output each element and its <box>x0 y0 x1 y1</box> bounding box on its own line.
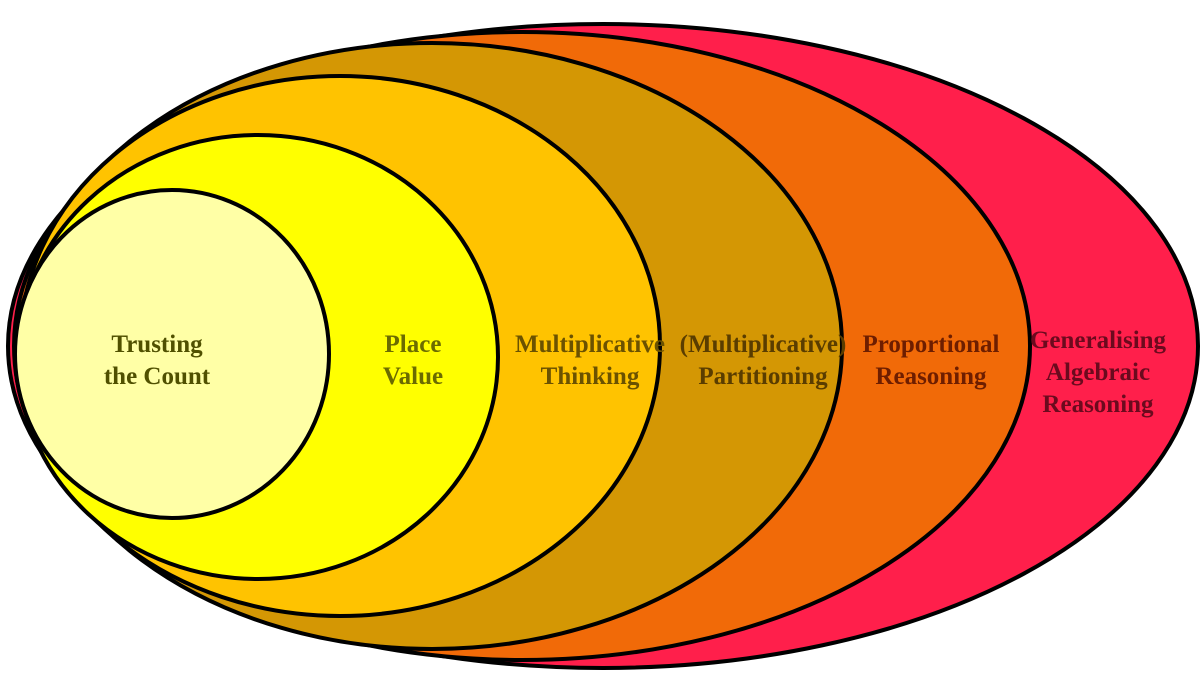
multiplicative-partitioning-label-line: (Multiplicative) <box>680 331 847 358</box>
generalising-algebraic-reasoning-label-line: Reasoning <box>1042 391 1154 418</box>
place-value-label-line: Place <box>385 331 442 358</box>
multiplicative-partitioning-label: (Multiplicative) Partitioning <box>680 331 847 390</box>
trusting-the-count-label-line: the Count <box>104 363 211 390</box>
ring-layer <box>6 22 1200 670</box>
multiplicative-thinking-label-line: Multiplicative <box>515 331 665 358</box>
multiplicative-partitioning-label-line: Partitioning <box>698 363 828 390</box>
proportional-reasoning-label-line: Reasoning <box>875 363 987 390</box>
proportional-reasoning-label-line: Proportional <box>862 331 999 358</box>
place-value-label-line: Value <box>383 363 443 390</box>
generalising-algebraic-reasoning-label-line: Algebraic <box>1046 359 1150 386</box>
trusting-the-count-ellipse <box>13 188 331 520</box>
trusting-the-count-label-line: Trusting <box>111 331 203 358</box>
trusting-the-count-label: Trusting the Count <box>104 331 211 390</box>
generalising-algebraic-reasoning-label-line: Generalising <box>1030 327 1167 354</box>
multiplicative-thinking-label-line: Thinking <box>541 363 640 390</box>
